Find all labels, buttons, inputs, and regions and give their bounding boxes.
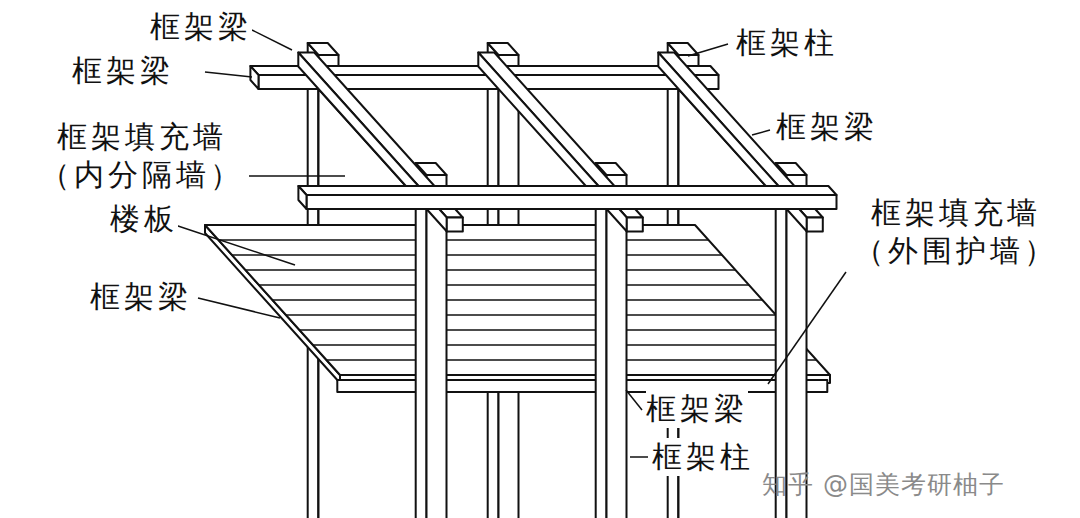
leader-line [768,272,846,384]
slab-plank-line [259,284,749,286]
floor-beam [337,380,827,392]
part-label: 框架梁 [646,390,748,428]
slab-plank-line [246,269,736,271]
slab-plank-line [300,329,790,331]
leader-line [172,224,295,265]
slab-plank-line [313,344,803,346]
beam-end [807,218,823,232]
beam-end [447,218,463,232]
leader-line [248,175,345,177]
part-label: 框架梁 [776,108,878,146]
beam-top [298,186,836,195]
part-label: 框架柱 [652,438,754,476]
floor-slab [205,225,830,375]
leader-line [626,390,642,410]
watermark: 知乎 @国美考研柚子 [762,466,1005,504]
part-label: 框架梁 [90,278,192,316]
leader-line [198,298,280,318]
beam-end [627,218,643,232]
leader-line [630,456,648,458]
leader-lines [172,30,846,457]
leader-line [252,30,292,50]
part-label: 框架梁 [150,8,252,46]
structure [205,43,837,518]
beam-face [307,195,837,209]
beam-end [298,186,306,209]
leader-line [688,44,728,56]
column-side [776,163,787,518]
slab-plank-line [273,299,763,301]
slab-plank-line [327,359,817,361]
part-label: 框架填充墙 （外围护墙） [848,194,1063,270]
column-side [416,163,427,518]
slab-plank-line [219,239,709,241]
slab-plank-line [286,314,776,316]
part-label: 框架柱 [736,24,838,62]
leader-line [205,72,252,77]
part-label: 框架填充墙 （内分隔墙） [34,118,249,194]
column-side [596,163,607,518]
part-label: 楼板 [110,200,178,238]
part-label: 框架梁 [72,52,174,90]
leader-line [752,130,770,135]
slab-plank-line [232,254,722,256]
